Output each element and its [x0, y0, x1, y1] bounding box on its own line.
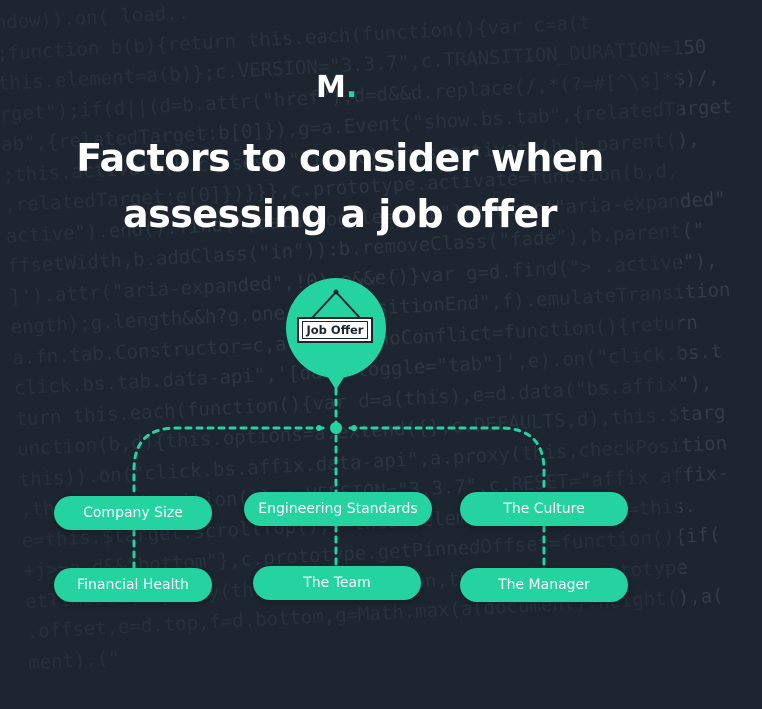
connector-hub-dot [330, 422, 342, 434]
connector-left-dot [316, 425, 322, 431]
node-company-size: Company Size [54, 496, 212, 530]
job-offer-label: Job Offer [301, 321, 369, 339]
node-the-manager: The Manager [460, 568, 628, 602]
title-line-1: Factors to consider when [76, 136, 604, 180]
node-engineering-standards: Engineering Standards [244, 492, 432, 526]
node-financial-health: Financial Health [54, 568, 212, 602]
logo-dot: . [345, 70, 358, 105]
connector-left-branch [132, 426, 325, 498]
sign-hanger-icon [311, 289, 361, 319]
connector-right-dot [351, 425, 357, 431]
job-offer-sign: Job Offer [297, 317, 373, 343]
brand-logo: M. [316, 70, 357, 106]
title-line-2: assessing a job offer [122, 192, 558, 236]
page-title: Factors to consider when assessing a job… [0, 130, 680, 242]
logo-letter: M [316, 70, 346, 105]
connector-lines [132, 374, 546, 570]
node-the-culture: The Culture [460, 492, 628, 526]
hub-pointer [326, 374, 346, 390]
node-the-team: The Team [253, 566, 421, 600]
connector-right-branch [348, 426, 546, 494]
